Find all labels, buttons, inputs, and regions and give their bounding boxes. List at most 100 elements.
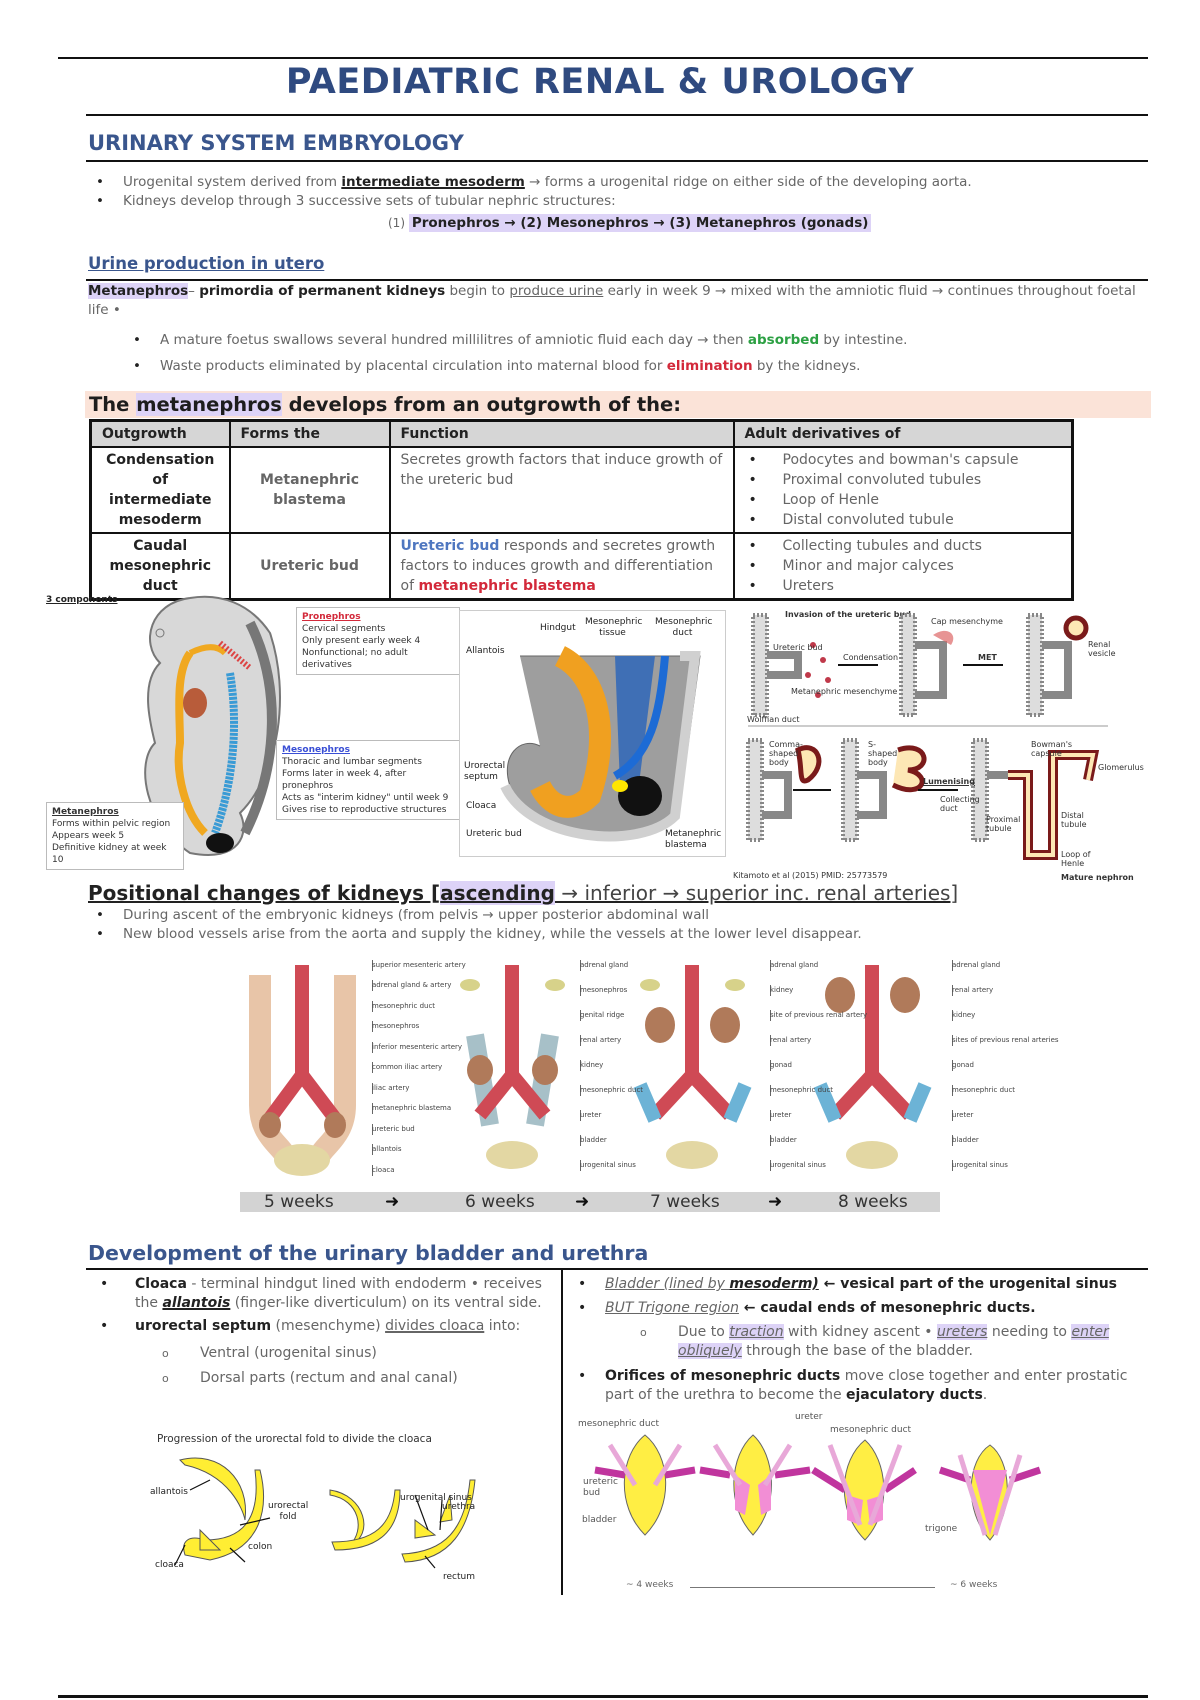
- header-function: Function: [388, 419, 735, 448]
- derivative-item: Proximal convoluted tubules: [745, 470, 1062, 490]
- dash: –: [188, 283, 200, 299]
- cell-function: Ureteric bud responds and secretes growt…: [388, 532, 735, 601]
- bladder-development-illustration: [594, 1434, 1042, 1541]
- positional-heading: Positional changes of kidneys [ascending…: [88, 881, 958, 905]
- label-hindgut: Hindgut: [540, 623, 576, 633]
- bladder-left-column: Cloaca - terminal hindgut lined with end…: [90, 1275, 555, 1391]
- divides-cloaca: divides cloaca: [385, 1318, 485, 1334]
- bullet-text: - terminal hindgut lined with endoderm •…: [135, 1276, 542, 1311]
- ascent-panel-label: gonad: [758, 1060, 792, 1071]
- timeline-end: ~ 6 weeks: [950, 1580, 998, 1590]
- orifices-term: Orifices of mesonephric ducts: [605, 1368, 841, 1384]
- callout-title: Pronephros: [302, 612, 361, 622]
- hindgut-illustration: [500, 646, 701, 842]
- nephron-label: Glomerulus: [1098, 763, 1144, 772]
- label-allantois: Allantois: [466, 646, 505, 656]
- arrow-icon: ➜: [575, 1192, 590, 1212]
- lead-post: early in week 9 → mixed with the amnioti…: [88, 283, 1136, 318]
- week-label: 5 weeks: [264, 1192, 334, 1212]
- bullet-text: → forms a urogenital ridge on either sid…: [524, 174, 972, 190]
- ascent-panel-label: kidney: [568, 1060, 603, 1071]
- nephron-label: Metanephric mesenchyme: [791, 687, 898, 696]
- bullet-cloaca: Cloaca - terminal hindgut lined with end…: [90, 1275, 555, 1313]
- callout-metanephros: Metanephros Forms within pelvic region A…: [46, 802, 184, 870]
- callout-title: Mesonephros: [282, 745, 350, 755]
- panel-7-weeks: [633, 965, 752, 1169]
- ascent-panel-label: mesonephros: [568, 985, 627, 996]
- nephron-label: Proximal tubule: [986, 815, 1021, 833]
- callout-line: Nonfunctional; no adult derivatives: [302, 648, 408, 670]
- period: .: [982, 1387, 988, 1403]
- ascent-panel-label: ureteric bud: [360, 1124, 415, 1135]
- trigone-sub-bullets: Due to traction with kidney ascent • ure…: [568, 1323, 1143, 1361]
- label-bladder: bladder: [582, 1515, 617, 1525]
- bullet-text: Urogenital system derived from: [123, 174, 342, 190]
- urorectal-term: urorectal septum: [135, 1318, 272, 1334]
- caudal-ends-text: caudal ends of mesonephric ducts.: [760, 1300, 1036, 1316]
- ureters-term: ureters: [937, 1324, 988, 1340]
- section-heading-bladder: Development of the urinary bladder and u…: [88, 1241, 649, 1265]
- produce-urine: produce urine: [509, 283, 604, 299]
- vesical-part-text: vesical part of the urogenital sinus: [840, 1276, 1118, 1292]
- label-cloaca: Cloaca: [466, 801, 497, 811]
- outgrowth-banner: The metanephros develops from an outgrow…: [85, 391, 1151, 418]
- header-adult-derivatives: Adult derivatives of: [732, 419, 1074, 448]
- ascent-panel-label: adrenal gland: [940, 960, 1000, 971]
- bullet-text: by intestine.: [819, 332, 908, 348]
- cloaca-sub-bullets: Ventral (urogenital sinus) Dorsal parts …: [90, 1341, 555, 1391]
- bladder-rule: [86, 1268, 1148, 1270]
- nephron-label: Renal vesicle: [1088, 640, 1116, 658]
- nephron-label: Bowman's capsule: [1031, 740, 1073, 758]
- bullet-urorectal-septum: urorectal septum (mesenchyme) divides cl…: [90, 1317, 555, 1336]
- label-ureteric-bud: ureteric bud: [583, 1477, 618, 1498]
- label-urorectal-fold: urorectal fold: [268, 1501, 309, 1522]
- label-urogenital-sinus: urogenital sinus: [400, 1493, 472, 1503]
- elimination-term: elimination: [666, 358, 753, 374]
- positional-bullets: During ascent of the embryonic kidneys (…: [86, 906, 1146, 944]
- cell-function: Secretes growth factors that induce grow…: [388, 446, 735, 534]
- nephron-label: Collecting duct: [940, 795, 980, 813]
- embryology-rule: [86, 160, 1148, 162]
- weeks-timeline: 5 weeks ➜ 6 weeks ➜ 7 weeks ➜ 8 weeks: [240, 1192, 940, 1212]
- arrow-left-icon: ←: [818, 1276, 841, 1292]
- sub-text: with kidney ascent •: [783, 1324, 937, 1340]
- week-label: 8 weeks: [838, 1192, 908, 1212]
- bullet-text: move close together and enter prostatic …: [605, 1368, 1128, 1403]
- embryology-bullets: Urogenital system derived from intermedi…: [86, 173, 1146, 211]
- label-mesonephric-duct: Mesonephric duct: [655, 617, 713, 638]
- nephron-figure: Invasion of the ureteric bud Ureteric bu…: [733, 605, 1144, 882]
- bullet-waste: Waste products eliminated by placental c…: [123, 353, 1123, 379]
- ascent-panel-label: genital ridge: [568, 1010, 624, 1021]
- label-rectum: rectum: [443, 1572, 475, 1582]
- callout-line: Only present early week 4: [302, 636, 421, 646]
- banner-text: develops from an outgrowth of the:: [281, 393, 682, 416]
- kidney-ascent-illustration: [249, 965, 932, 1176]
- callout-line: Definitive kidney at week 10: [52, 843, 167, 865]
- header-forms-the: Forms the: [228, 419, 391, 448]
- label-mesonephric-duct: mesonephric duct: [578, 1419, 660, 1429]
- nephric-sequence: (1) Pronephros → (2) Mesonephros → (3) M…: [388, 214, 872, 233]
- callout-line: Gives rise to reproductive structures: [282, 805, 447, 815]
- sequence-number: (1): [388, 216, 409, 230]
- callout-mesonephros: Mesonephros Thoracic and lumbar segments…: [276, 740, 464, 820]
- callout-line: Thoracic and lumbar segments: [282, 757, 422, 767]
- table-row: Caudal mesonephric duct Ureteric bud Ure…: [89, 532, 1074, 601]
- label-ureter: ureter: [795, 1412, 823, 1422]
- cloaca-term: Cloaca: [135, 1276, 187, 1292]
- ejaculatory-ducts-term: ejaculatory ducts: [846, 1387, 983, 1403]
- blastema-term: metanephric blastema: [418, 578, 596, 594]
- banner-metanephros: metanephros: [136, 393, 282, 416]
- hindgut-figure: Hindgut Mesonephric tissue Mesonephric d…: [459, 610, 726, 857]
- callout-line: Forms within pelvic region: [52, 819, 171, 829]
- ascent-panel-label: inferior mesenteric artery: [360, 1042, 462, 1053]
- derivatives-list: Collecting tubules and ducts Minor and m…: [745, 536, 1062, 596]
- derivative-item: Distal convoluted tubule: [745, 510, 1062, 530]
- cell-outgrowth: Caudal mesonephric duct: [89, 532, 231, 601]
- bullet-text: into:: [484, 1318, 521, 1334]
- positional-heading-main: Positional changes of kidneys [: [88, 881, 441, 905]
- nephron-label: Comma-shaped body: [769, 740, 803, 767]
- nephron-illustration: [746, 613, 1108, 860]
- derivatives-list: Podocytes and bowman's capsule Proximal …: [745, 450, 1062, 530]
- allantois-term: allantois: [162, 1295, 231, 1311]
- sub-bullet-traction: Due to traction with kidney ascent • ure…: [568, 1323, 1143, 1361]
